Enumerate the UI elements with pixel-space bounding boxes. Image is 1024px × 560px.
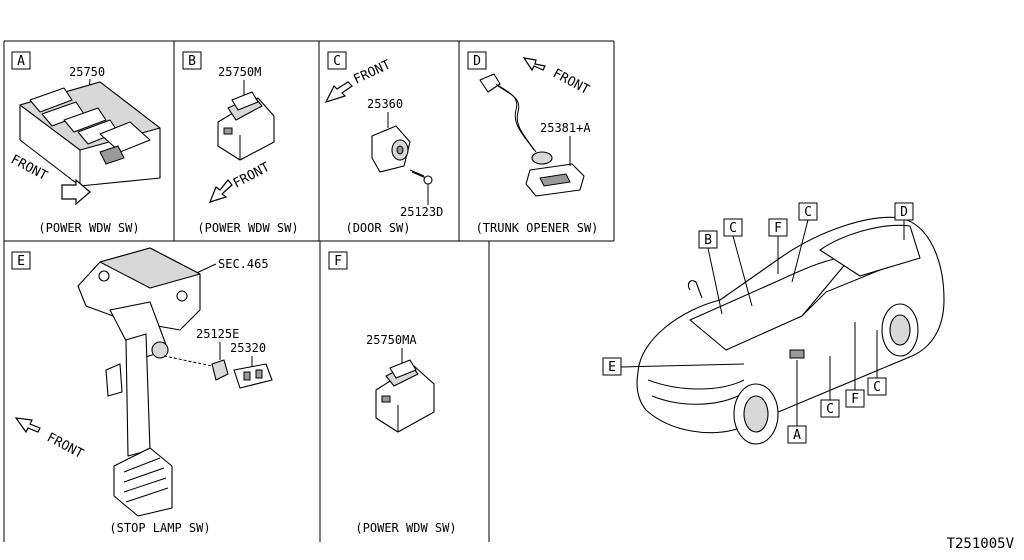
panel-c-part-number-switch: 25360 xyxy=(367,97,403,111)
panel-c-caption: (DOOR SW) xyxy=(345,221,410,235)
panel-b-letter: B xyxy=(188,54,196,69)
vehicle-callout-box xyxy=(768,218,788,237)
stop-lamp-switch xyxy=(233,363,273,389)
panel-b-part-number: 25750M xyxy=(218,65,261,79)
panel-e-front-label: FRONT xyxy=(44,430,86,462)
vehicle-callout-box xyxy=(845,389,865,408)
panel-c-front-label: FRONT xyxy=(351,57,393,87)
vehicle-callout-label: E xyxy=(608,360,616,375)
panel-c: C FRONT 25360 25123D (DOOR SW) xyxy=(324,51,443,235)
panel-f-letter: F xyxy=(334,254,342,269)
panel-a-caption: (POWER WDW SW) xyxy=(38,221,139,235)
panel-c-letter: C xyxy=(333,54,341,69)
vehicle-callout-label: C xyxy=(804,205,812,220)
panel-grid xyxy=(3,40,615,542)
vehicle-callout-label: F xyxy=(774,221,782,236)
vehicle-callout-box xyxy=(602,357,622,376)
panel-d-letter-box xyxy=(467,51,487,70)
vehicle-callout-box xyxy=(723,218,743,237)
panel-e: E SEC.465 25125E 25320 xyxy=(11,247,273,535)
panel-c-letter-box xyxy=(327,51,347,70)
vehicle-callout-box xyxy=(798,202,818,221)
vehicle-callout-label: F xyxy=(851,392,859,407)
stop-lamp-clip xyxy=(211,359,229,381)
panel-a-part-number: 25750 xyxy=(69,65,105,79)
vehicle-callout-box xyxy=(867,377,887,396)
panel-e-part-number-switch: 25320 xyxy=(230,341,266,355)
panel-c-part-number-screw: 25123D xyxy=(400,205,443,219)
brake-pedal-assembly xyxy=(77,247,201,457)
panel-a-letter: A xyxy=(17,54,25,69)
vehicle-callout-label: D xyxy=(900,205,908,220)
vehicle-callout-box xyxy=(698,230,718,249)
panel-d: D FRONT 25381+A (TRUNK OPENER SW) xyxy=(467,51,599,235)
panel-b-front-label: FRONT xyxy=(231,160,273,192)
vehicle-illustration xyxy=(636,216,945,445)
vehicle-callout-label: A xyxy=(793,428,801,443)
panel-e-letter: E xyxy=(17,254,25,269)
panel-b: B 25750M FRONT (POWER WDW SW) xyxy=(182,51,299,235)
vehicle-callouts: B C F C D E C F C A xyxy=(602,202,914,444)
front-arrow-b: FRONT xyxy=(208,160,273,203)
front-arrow-e: FRONT xyxy=(14,417,86,462)
brake-pedal-pad xyxy=(113,447,173,517)
panel-f: F 25750MA (POWER WDW SW) xyxy=(328,251,457,535)
vehicle-callout-label: C xyxy=(826,402,834,417)
panel-d-part-number: 25381+A xyxy=(540,121,591,135)
panel-e-letter-box xyxy=(11,251,31,270)
panel-a-letter-box xyxy=(11,51,31,70)
panel-f-caption: (POWER WDW SW) xyxy=(355,521,456,535)
door-switch xyxy=(371,125,411,173)
power-window-switch-f xyxy=(375,359,435,433)
door-switch-screw xyxy=(409,169,433,185)
panel-e-section-ref: SEC.465 xyxy=(218,257,269,271)
vehicle-callout-box xyxy=(820,399,840,418)
panel-f-part-number: 25750MA xyxy=(366,333,417,347)
panel-d-letter: D xyxy=(473,54,481,69)
panel-a: A 25750 FRONT (POWER WDW SW) xyxy=(8,51,161,235)
vehicle-callout-label: C xyxy=(729,221,737,236)
trunk-opener-switch xyxy=(479,73,585,197)
panel-d-front-label: FRONT xyxy=(550,66,592,98)
panel-b-caption: (POWER WDW SW) xyxy=(197,221,298,235)
drawing-number: T251005V xyxy=(947,536,1015,552)
vehicle-callout-box xyxy=(894,202,914,221)
vehicle-callout-label: B xyxy=(704,233,712,248)
panel-f-letter-box xyxy=(328,251,348,270)
power-window-master-switch xyxy=(19,81,161,187)
panel-e-part-number-clip: 25125E xyxy=(196,327,239,341)
vehicle-callout-box xyxy=(787,425,807,444)
panel-b-letter-box xyxy=(182,51,202,70)
panel-e-caption: (STOP LAMP SW) xyxy=(109,521,210,535)
panel-d-caption: (TRUNK OPENER SW) xyxy=(476,221,599,235)
power-window-switch-b xyxy=(217,91,275,161)
vehicle-callout-label: C xyxy=(873,380,881,395)
front-arrow-d: FRONT xyxy=(522,57,592,98)
